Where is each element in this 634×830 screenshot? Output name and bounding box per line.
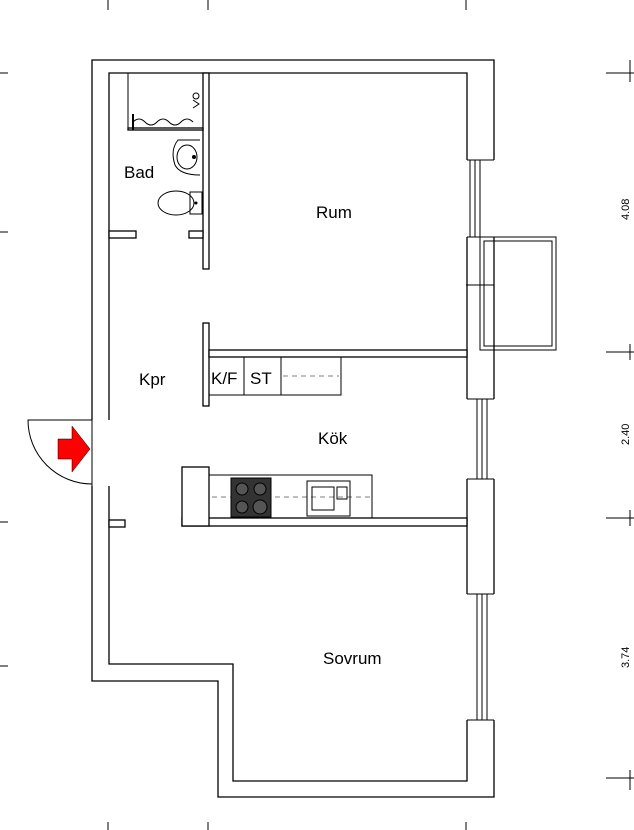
windows bbox=[91, 160, 495, 720]
kitchen-units bbox=[208, 356, 373, 519]
toilet-icon bbox=[157, 190, 203, 216]
dimension-lower: 3.74 bbox=[620, 647, 632, 668]
room-label-kpr: Kpr bbox=[139, 370, 166, 389]
cooktop-icon bbox=[230, 477, 272, 518]
outer-wall bbox=[91, 59, 495, 798]
fixture-label-fridge-freezer: K/F bbox=[211, 369, 237, 388]
room-label-sovrum: Sovrum bbox=[323, 649, 382, 668]
bathroom-fixtures bbox=[127, 73, 203, 216]
window-frames bbox=[467, 159, 494, 721]
room-label-bad: Bad bbox=[124, 163, 154, 182]
shower-icon bbox=[132, 92, 200, 130]
kitchen-sink-icon bbox=[306, 480, 351, 517]
entrance-door bbox=[27, 419, 93, 486]
washbasin-icon bbox=[172, 139, 201, 176]
dimension-upper: 4.08 bbox=[620, 199, 632, 220]
entrance-arrow-icon bbox=[57, 425, 91, 473]
room-label-kok: Kök bbox=[318, 429, 348, 448]
interior-walls bbox=[108, 72, 468, 528]
dimension-middle: 2.40 bbox=[620, 424, 632, 445]
balcony bbox=[466, 236, 557, 351]
fixture-label-stove: ST bbox=[250, 369, 272, 388]
room-label-rum: Rum bbox=[316, 203, 352, 222]
